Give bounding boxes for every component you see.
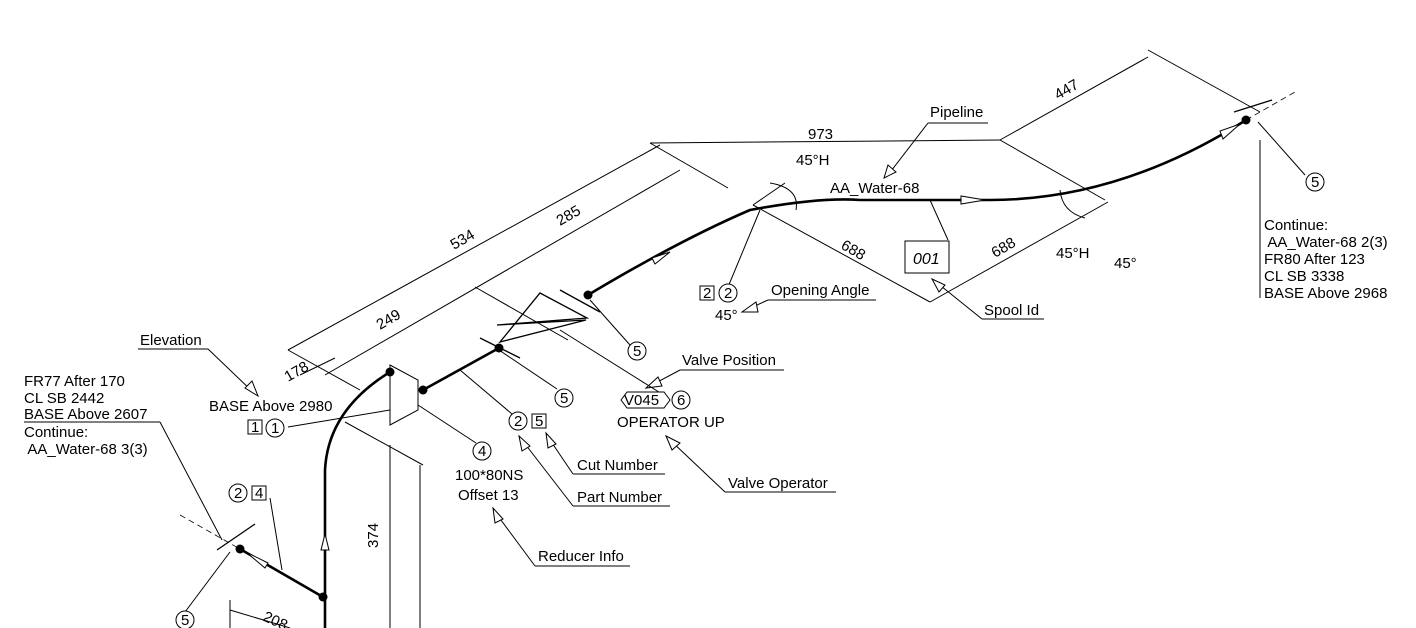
markers: 1 1 2 2 2 5 2 4 4 5 5 5 5 6 bbox=[175, 172, 1325, 628]
dim-208: 208 bbox=[260, 608, 290, 628]
elevation-label: Elevation bbox=[140, 332, 202, 349]
right-note-line: BASE Above 2968 bbox=[1264, 285, 1387, 302]
left-note-line: Continue: bbox=[24, 424, 88, 441]
left-note: FR77 After 170 CL SB 2442 BASE Above 260… bbox=[24, 373, 148, 458]
callout-labels: Pipeline AA_Water-68 Elevation BASE Abov… bbox=[140, 104, 1039, 565]
opening-angle-label: Opening Angle bbox=[771, 282, 869, 299]
valve-tag: V045 bbox=[624, 392, 659, 409]
leader-lines bbox=[24, 121, 1306, 613]
flow-arrow bbox=[960, 195, 986, 205]
circle-marker-1: 1 bbox=[271, 420, 279, 437]
left-note-line: AA_Water-68 3(3) bbox=[24, 441, 148, 458]
dim-249: 249 bbox=[374, 306, 404, 333]
pipeline-label: Pipeline bbox=[930, 104, 983, 121]
dim-374: 374 bbox=[365, 523, 382, 548]
flow-arrow bbox=[1219, 123, 1241, 140]
spool-id-value: 001 bbox=[913, 251, 940, 268]
valve-position-label: Valve Position bbox=[682, 352, 776, 369]
dim-285: 285 bbox=[554, 202, 584, 229]
circle-marker-5: 5 bbox=[1311, 174, 1319, 191]
fittings bbox=[179, 91, 1296, 551]
base-above-label: BASE Above 2980 bbox=[209, 398, 332, 415]
reducer-size-label: 100*80NS bbox=[455, 467, 523, 484]
end-marker-left bbox=[216, 523, 256, 551]
dim-688-left: 688 bbox=[838, 237, 868, 264]
circle-marker-5: 5 bbox=[633, 343, 641, 360]
dimension-labels: 973 447 534 285 249 178 688 688 374 208 bbox=[260, 76, 1081, 628]
right-note-line: FR80 After 123 bbox=[1264, 251, 1365, 268]
square-marker-2: 2 bbox=[703, 285, 711, 302]
dimension-lines bbox=[229, 49, 1261, 628]
circle-marker-5: 5 bbox=[560, 390, 568, 407]
dim-534: 534 bbox=[448, 226, 478, 253]
pipe-node bbox=[318, 592, 328, 602]
circle-marker-2: 2 bbox=[724, 285, 732, 302]
square-marker-1: 1 bbox=[251, 419, 259, 436]
left-note-line: CL SB 2442 bbox=[24, 390, 104, 407]
line-name-label: AA_Water-68 bbox=[830, 180, 919, 197]
square-marker-4: 4 bbox=[255, 485, 263, 502]
circle-marker-4: 4 bbox=[478, 443, 486, 460]
dim-447: 447 bbox=[1052, 76, 1082, 103]
circle-marker-5: 5 bbox=[181, 612, 189, 628]
left-note-line: BASE Above 2607 bbox=[24, 406, 147, 423]
angle-45h-right: 45°H bbox=[1056, 245, 1090, 262]
pipe-node bbox=[583, 290, 593, 300]
circle-marker-2: 2 bbox=[514, 413, 522, 430]
reducer-info-label: Reducer Info bbox=[538, 548, 624, 565]
angle-45-right: 45° bbox=[1114, 255, 1137, 272]
left-note-line: FR77 After 170 bbox=[24, 373, 125, 390]
pipe-route bbox=[235, 115, 1251, 628]
end-marker-right bbox=[1233, 99, 1273, 113]
spool-id-label: Spool Id bbox=[984, 302, 1039, 319]
right-note-line: Continue: bbox=[1264, 217, 1328, 234]
cut-number-label: Cut Number bbox=[577, 457, 658, 474]
valve-operator-label: Valve Operator bbox=[728, 475, 828, 492]
right-note-line: AA_Water-68 2(3) bbox=[1264, 234, 1388, 251]
circle-marker-6: 6 bbox=[677, 392, 685, 409]
square-marker-5: 5 bbox=[535, 413, 543, 430]
part-number-label: Part Number bbox=[577, 489, 662, 506]
dim-178: 178 bbox=[282, 358, 312, 385]
angle-labels: 45°H 45°H 45° 45° bbox=[715, 152, 1137, 324]
valve-symbol bbox=[496, 292, 590, 344]
pipe-end-left bbox=[235, 544, 245, 554]
flow-arrow bbox=[320, 533, 330, 551]
flow-arrow bbox=[245, 551, 269, 569]
pipe-node bbox=[418, 385, 428, 395]
dim-973: 973 bbox=[808, 126, 833, 143]
right-note: Continue: AA_Water-68 2(3) FR80 After 12… bbox=[1264, 217, 1388, 302]
flow-arrow bbox=[651, 251, 671, 265]
reducer bbox=[389, 364, 419, 426]
operator-up-label: OPERATOR UP bbox=[617, 414, 725, 431]
angle-45-left: 45° bbox=[715, 307, 738, 324]
angle-45h-top: 45°H bbox=[796, 152, 830, 169]
reducer-offset-label: Offset 13 bbox=[458, 487, 519, 504]
dim-688-right: 688 bbox=[989, 234, 1019, 261]
right-note-line: CL SB 3338 bbox=[1264, 268, 1344, 285]
circle-marker-2: 2 bbox=[234, 485, 242, 502]
